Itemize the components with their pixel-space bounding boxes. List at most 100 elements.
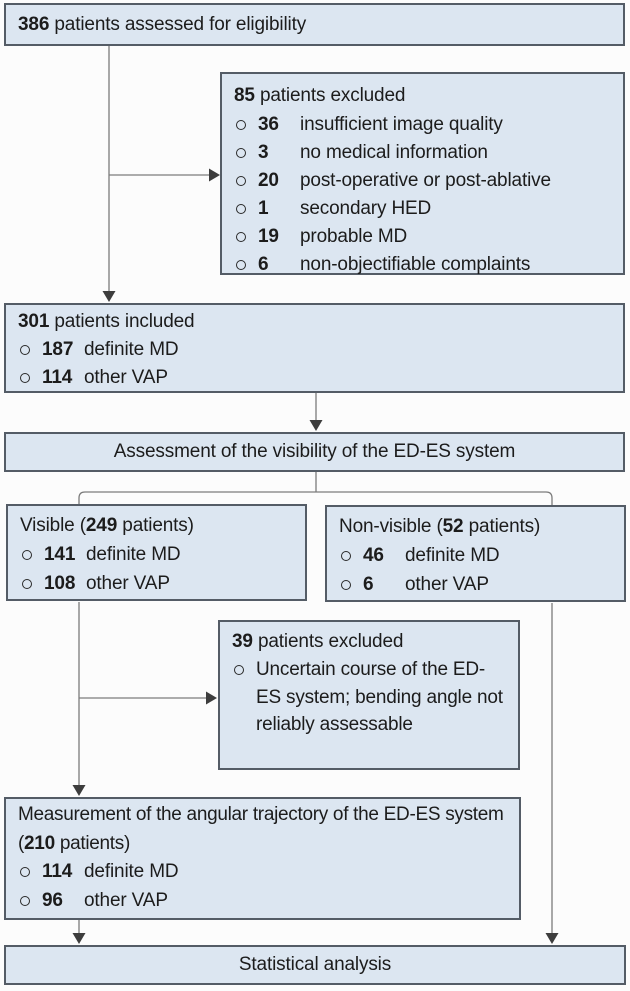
non-visible-count: 52 bbox=[442, 516, 464, 537]
measurement-title-pre: Measurement of the angular trajectory of… bbox=[18, 804, 504, 854]
bullet-circle-icon bbox=[236, 260, 246, 270]
eligibility-label: patients assessed for eligibility bbox=[49, 13, 307, 35]
item-label: other VAP bbox=[84, 367, 168, 388]
measurement-title-post: patients) bbox=[54, 832, 130, 854]
list-item: 3 no medical information bbox=[222, 139, 623, 167]
item-count: 3 bbox=[258, 142, 269, 163]
box-excluded-mid: 39 patients excluded Uncertain course of… bbox=[218, 620, 520, 770]
bullet-circle-icon bbox=[236, 120, 246, 130]
item-count: 20 bbox=[258, 170, 279, 191]
statistical-label: Statistical analysis bbox=[238, 954, 392, 975]
box-included: 301 patients included 187 definite MD 11… bbox=[4, 303, 625, 393]
item-count: 19 bbox=[258, 226, 279, 247]
arrowhead-into-excluded-top bbox=[209, 168, 220, 182]
bullet-circle-icon bbox=[341, 579, 351, 590]
item-label: no medical information bbox=[300, 142, 488, 163]
measurement-title: Measurement of the angular trajectory of… bbox=[6, 801, 519, 858]
item-label: definite MD bbox=[84, 339, 179, 360]
list-item: 141 definite MD bbox=[8, 540, 305, 569]
item-label: non-objectifiable complaints bbox=[300, 254, 531, 275]
list-item: 114 other VAP bbox=[6, 364, 623, 392]
elbow-split-visible-nonvisible bbox=[78, 491, 553, 505]
non-visible-title-pre: Non-visible ( bbox=[339, 516, 443, 537]
included-label: patients included bbox=[49, 311, 195, 332]
list-item: 187 definite MD bbox=[6, 336, 623, 364]
item-count: 187 bbox=[42, 339, 74, 360]
list-item: 108 other VAP bbox=[8, 569, 305, 598]
excluded-mid-label: patients excluded bbox=[252, 631, 404, 652]
item-label: definite MD bbox=[405, 545, 500, 566]
excluded-top-count: 85 bbox=[234, 85, 255, 106]
item-count: 6 bbox=[363, 574, 374, 595]
bullet-circle-icon bbox=[20, 373, 30, 383]
non-visible-title-post: patients) bbox=[463, 516, 541, 537]
bullet-circle-icon bbox=[236, 176, 246, 186]
list-item: 96 other VAP bbox=[6, 887, 519, 916]
bullet-circle-icon bbox=[20, 345, 30, 355]
box-visible: Visible (249 patients) 141 definite MD 1… bbox=[6, 504, 307, 601]
list-item: Uncertain course of the ED-ES system; be… bbox=[220, 656, 518, 739]
item-count: 108 bbox=[44, 573, 76, 594]
item-count: 36 bbox=[258, 114, 279, 135]
list-item: 19 probable MD bbox=[222, 223, 623, 251]
item-label: other VAP bbox=[405, 574, 489, 595]
list-item: 6 non-objectifiable complaints bbox=[222, 251, 623, 279]
item-count: 96 bbox=[42, 889, 63, 911]
assessment-label: Assessment of the visibility of the ED-E… bbox=[113, 441, 516, 462]
arrowhead-into-excluded-mid bbox=[206, 691, 217, 705]
list-item: 1 secondary HED bbox=[222, 195, 623, 223]
item-label: other VAP bbox=[84, 889, 168, 911]
item-label: other VAP bbox=[86, 573, 170, 594]
bullet-circle-icon bbox=[20, 895, 30, 906]
bullet-circle-icon bbox=[234, 665, 244, 675]
item-label: insufficient image quality bbox=[300, 114, 503, 135]
included-count: 301 bbox=[18, 311, 50, 332]
item-count: 141 bbox=[44, 544, 76, 565]
bullet-circle-icon bbox=[341, 550, 351, 561]
arrowhead-right-into-statistical bbox=[545, 933, 559, 944]
bullet-circle-icon bbox=[22, 578, 32, 589]
list-item: 114 definite MD bbox=[6, 858, 519, 887]
item-label: definite MD bbox=[86, 544, 181, 565]
arrowhead-into-included bbox=[102, 291, 116, 302]
arrowhead-left-into-statistical bbox=[72, 933, 86, 944]
bullet-circle-icon bbox=[236, 204, 246, 214]
non-visible-title: Non-visible (52 patients) bbox=[327, 512, 624, 541]
box-statistical-analysis: Statistical analysis bbox=[4, 945, 626, 985]
included-title: 301 patients included bbox=[6, 308, 623, 336]
excluded-top-label: patients excluded bbox=[254, 85, 406, 106]
item-count: 114 bbox=[42, 367, 73, 388]
box-excluded-top: 85 patients excluded 36 insufficient ima… bbox=[220, 72, 625, 275]
measurement-count: 210 bbox=[24, 832, 55, 854]
visible-title-post: patients) bbox=[117, 515, 194, 536]
arrowhead-into-assessment bbox=[309, 420, 323, 431]
item-count: 1 bbox=[258, 198, 269, 219]
eligibility-text: 386 patients assessed for eligibility bbox=[6, 14, 306, 36]
arrowhead-into-measurement bbox=[72, 785, 86, 796]
list-item: 46 definite MD bbox=[327, 541, 624, 570]
excluded-mid-title: 39 patients excluded bbox=[220, 628, 518, 656]
bullet-circle-icon bbox=[22, 549, 32, 560]
item-count: 6 bbox=[258, 254, 269, 275]
visible-title: Visible (249 patients) bbox=[8, 511, 305, 540]
bullet-circle-icon bbox=[20, 867, 30, 878]
box-eligibility: 386 patients assessed for eligibility bbox=[4, 3, 625, 46]
list-item: 20 post-operative or post-ablative bbox=[222, 167, 623, 195]
box-non-visible: Non-visible (52 patients) 46 definite MD… bbox=[325, 505, 626, 602]
excluded-top-title: 85 patients excluded bbox=[222, 81, 623, 111]
visible-title-pre: Visible ( bbox=[20, 515, 86, 536]
item-count: 114 bbox=[42, 861, 73, 882]
bullet-circle-icon bbox=[236, 148, 246, 158]
item-label: secondary HED bbox=[300, 198, 432, 219]
excluded-mid-reason: Uncertain course of the ED-ES system; be… bbox=[256, 659, 503, 735]
item-count: 46 bbox=[363, 545, 384, 566]
item-label: definite MD bbox=[84, 861, 179, 882]
list-item: 6 other VAP bbox=[327, 570, 624, 599]
item-label: post-operative or post-ablative bbox=[300, 170, 551, 191]
item-label: probable MD bbox=[300, 226, 408, 247]
excluded-mid-count: 39 bbox=[232, 631, 253, 652]
eligibility-count: 386 bbox=[18, 13, 50, 35]
box-measurement: Measurement of the angular trajectory of… bbox=[4, 797, 521, 920]
